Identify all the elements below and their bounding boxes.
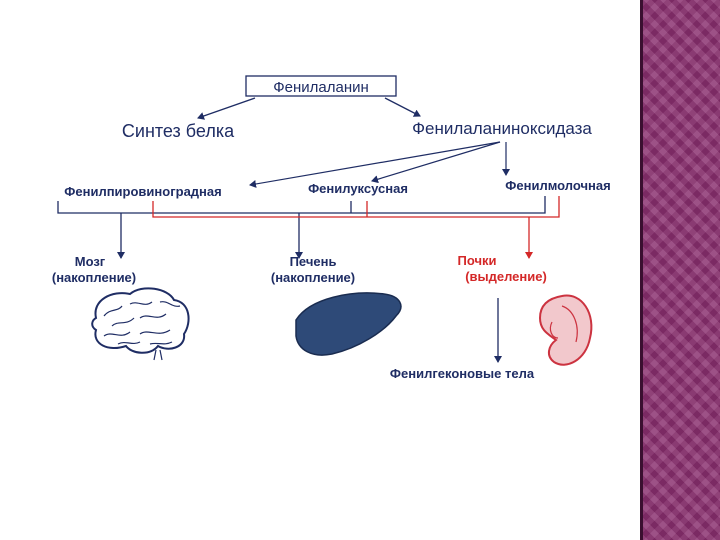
oxidase-label: Фенилаланиноксидаза <box>412 119 592 138</box>
organ-liver-sublabel: (накопление) <box>271 270 355 285</box>
arrow-root-to-oxidase <box>384 97 421 117</box>
metabolite-phenylacetic: Фенилуксусная <box>308 181 408 196</box>
side-band-divider <box>640 0 643 540</box>
arrow-oxidase-to-phenylpyruvic <box>249 141 501 188</box>
blue-connector <box>57 196 546 259</box>
brain-icon <box>91 287 190 361</box>
kidney-icon <box>538 294 593 366</box>
organ-brain-label: Мозг <box>75 254 106 269</box>
liver-icon <box>295 292 402 356</box>
root-box <box>245 75 397 97</box>
organ-kidney-label: Почки <box>457 253 496 268</box>
arrow-oxidase-to-phenylacetic <box>371 141 501 184</box>
product-label: Фенилгеконовые тела <box>390 366 535 381</box>
metabolism-diagram: Фенилаланин Синтез белка Фенилаланинокси… <box>52 75 611 381</box>
arrow-root-to-protein-synthesis <box>197 97 256 120</box>
organ-liver-label: Печень <box>290 254 337 269</box>
root-label: Фенилаланин <box>273 79 369 96</box>
organ-brain-sublabel: (накопление) <box>52 270 136 285</box>
metabolite-phenyllactic: Фенилмолочная <box>505 178 610 193</box>
decorative-side-band <box>640 0 720 540</box>
protein-synthesis-label: Синтез белка <box>122 121 235 141</box>
slide <box>0 0 640 540</box>
metabolite-phenylpyruvic: Фенилпировиноградная <box>64 184 221 199</box>
red-connector <box>152 196 560 259</box>
organ-kidney-sublabel: (выделение) <box>465 269 547 284</box>
